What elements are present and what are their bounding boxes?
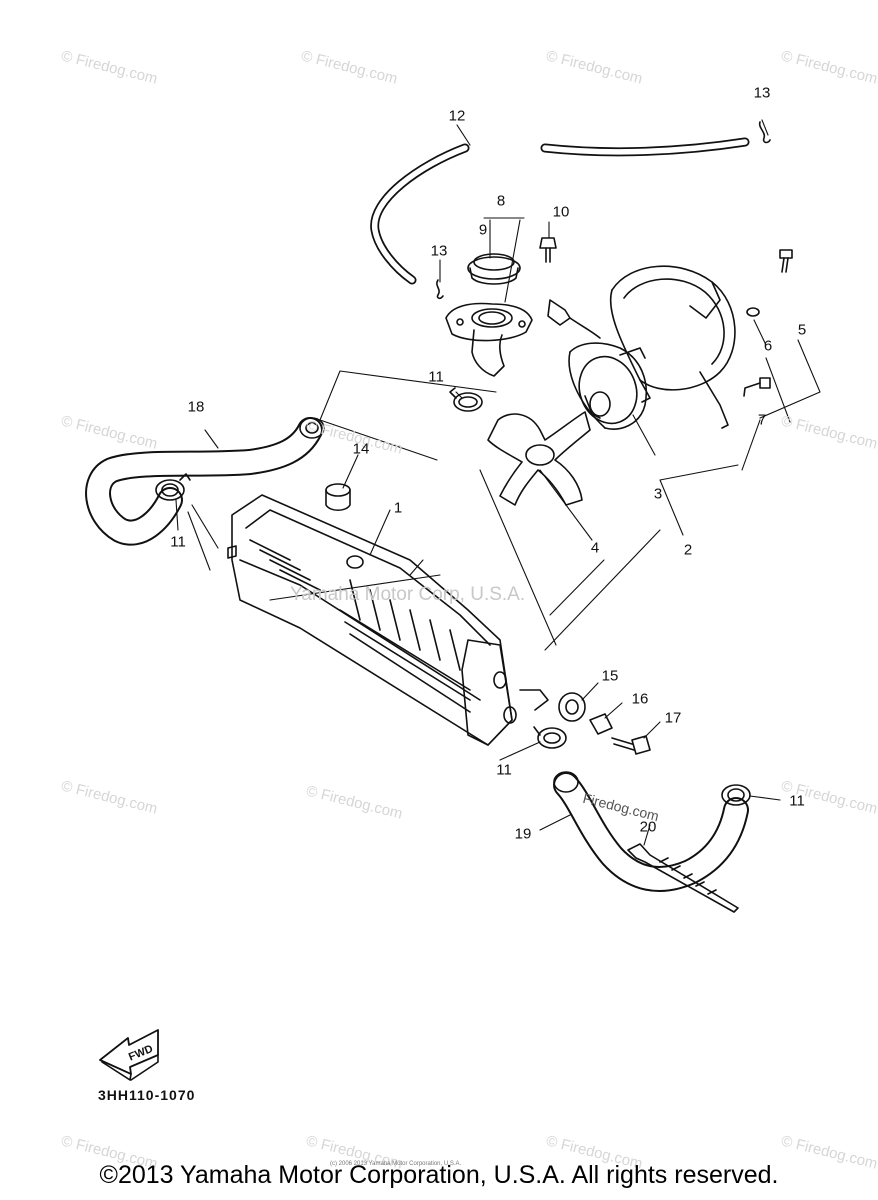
grommet-15 <box>519 689 586 722</box>
callout-1: 1 <box>393 499 403 517</box>
callout-16: 16 <box>631 690 649 708</box>
callout-11-right: 11 <box>789 792 805 810</box>
cable-band <box>627 843 739 913</box>
callout-12: 12 <box>448 107 466 125</box>
callout-19: 19 <box>514 825 532 843</box>
bolt-17 <box>611 735 651 755</box>
bolt-10 <box>539 237 557 263</box>
hose-clamp-right <box>721 784 751 806</box>
radiator-hose-lower <box>553 771 749 892</box>
fan-shroud <box>609 265 736 429</box>
callout-11-lower: 11 <box>496 761 512 779</box>
fan-wire-connector <box>547 299 601 339</box>
callout-14: 14 <box>352 440 370 458</box>
callout-11-upper: 11 <box>428 368 444 386</box>
callout-2: 2 <box>683 541 693 559</box>
callout-13-upper: 13 <box>753 84 771 102</box>
hose-clamp-upper <box>449 387 483 412</box>
hose-clip-lower <box>436 279 444 300</box>
leader-lines <box>175 119 821 846</box>
callout-8: 8 <box>496 192 506 210</box>
callout-17: 17 <box>664 709 682 727</box>
fine-print: (c) 2006 2013 Yamaha Motor Corporation, … <box>330 1161 462 1167</box>
hose-clamp-lower <box>533 726 567 749</box>
overflow-hose <box>370 137 750 285</box>
center-watermark: Yamaha Motor Corp, U.S.A. <box>290 584 526 605</box>
forward-arrow-icon <box>99 1029 159 1081</box>
radiator-cap <box>467 253 521 285</box>
bolt-7 <box>743 377 771 397</box>
callout-4: 4 <box>590 539 600 557</box>
callout-13-lower: 13 <box>430 242 448 260</box>
cap-14 <box>325 483 351 512</box>
hose-clamp-left <box>155 473 191 501</box>
callout-3: 3 <box>653 485 663 503</box>
fwd-label: FWD <box>127 1043 155 1064</box>
radiator-hose-upper <box>85 417 325 546</box>
screw-5 <box>779 249 793 273</box>
callout-20: 20 <box>639 818 657 836</box>
collar-16 <box>589 713 613 735</box>
callout-18: 18 <box>187 398 205 416</box>
washer-6 <box>746 307 760 317</box>
callout-15: 15 <box>601 667 619 685</box>
callout-7: 7 <box>757 411 767 429</box>
callout-9: 9 <box>478 221 488 239</box>
copyright-footer: ©2013 Yamaha Motor Corporation, U.S.A. A… <box>99 1161 779 1189</box>
callout-6: 6 <box>763 337 773 355</box>
radiator <box>227 494 517 746</box>
fan-blade <box>487 411 591 506</box>
filler-neck <box>445 302 533 377</box>
callout-11-left: 11 <box>170 533 186 551</box>
hose-clip-upper <box>758 121 771 144</box>
fan-motor <box>568 342 647 430</box>
callout-10: 10 <box>552 203 570 221</box>
callout-5: 5 <box>797 321 807 339</box>
diagram-part-code: 3HH110-1070 <box>98 1087 196 1103</box>
